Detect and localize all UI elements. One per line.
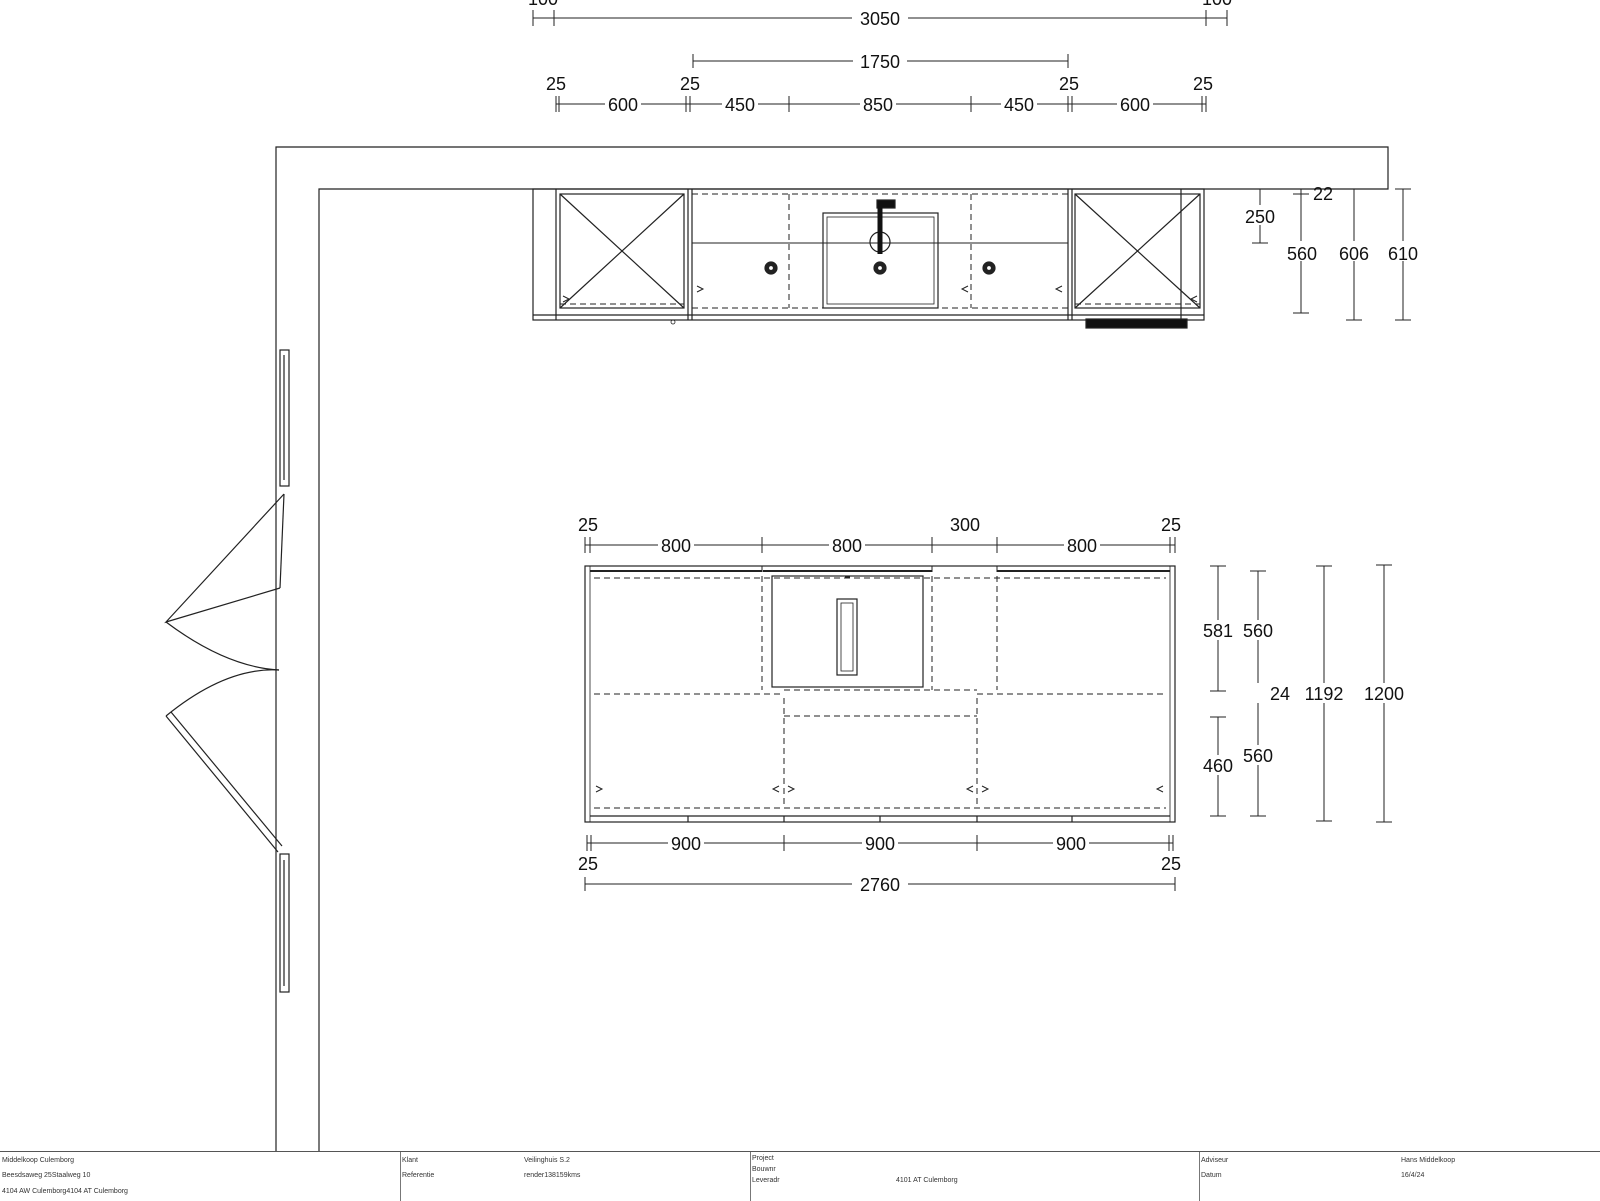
dim-560-island-lower: 560	[1243, 746, 1273, 766]
project-label: Project	[752, 1155, 774, 1162]
dim-island-top-seg-3: 300	[950, 515, 980, 535]
dim-top-seg-3: 850	[863, 95, 893, 115]
double-door-swing	[164, 493, 285, 853]
dim-22: 22	[1313, 184, 1333, 204]
adviseur-label: Adviseur	[1201, 1157, 1229, 1164]
dim-250: 250	[1245, 207, 1275, 227]
adviseur-value: Hans Middelkoop	[1401, 1157, 1456, 1164]
dim-island-bottom-seg-2: 900	[865, 834, 895, 854]
top-run-hidden-lines	[560, 193, 1200, 309]
referentie-label: Referentie	[402, 1172, 435, 1179]
dim-610: 610	[1388, 244, 1418, 264]
company-address-1: Beesdsaweg 25Staalweg 10	[2, 1172, 91, 1179]
dimension-lines	[532, 10, 1411, 891]
company-name: Middelkoop Culemborg	[2, 1157, 74, 1164]
dim-top-seg-2: 450	[725, 95, 755, 115]
hinge-markers	[562, 285, 1198, 303]
kitchen-island	[584, 565, 1176, 823]
dim-top-seg-4: 450	[1004, 95, 1034, 115]
island-hinge-markers	[595, 785, 1164, 793]
datum-label: Datum	[1201, 1172, 1222, 1179]
island-hidden-lines	[594, 566, 1166, 809]
dim-581: 581	[1203, 621, 1233, 641]
title-block: Middelkoop Culemborg Beesdsaweg 25Staalw…	[0, 1151, 1600, 1201]
leveradr-value: 4101 AT Culemborg	[896, 1177, 958, 1184]
leveradr-label: Leveradr	[752, 1177, 780, 1184]
bouwnr-label: Bouwnr	[752, 1166, 776, 1173]
dim-top-small-3: 25	[1059, 74, 1079, 94]
dim-560-island-upper: 560	[1243, 621, 1273, 641]
dim-island-bottom-seg-3: 900	[1056, 834, 1086, 854]
klant-label: Klant	[402, 1157, 418, 1164]
dim-24: 24	[1270, 684, 1290, 704]
knob-icons	[764, 261, 996, 275]
dim-1200: 1200	[1364, 684, 1404, 704]
company-address-2: 4104 AW Culemborg4104 AT Culemborg	[2, 1188, 128, 1195]
dim-460: 460	[1203, 756, 1233, 776]
dim-island-top-right-end: 25	[1161, 515, 1181, 535]
appliance-strip	[1085, 318, 1188, 329]
dim-top-small-2: 25	[680, 74, 700, 94]
dim-top-left-end: 100	[528, 0, 558, 9]
window-upper	[279, 349, 290, 487]
dim-top-small-1: 25	[546, 74, 566, 94]
left-corner-cabinet	[559, 193, 685, 309]
dim-island-bottom-left-end: 25	[578, 854, 598, 874]
dim-island-total: 2760	[860, 875, 900, 895]
dim-top-total: 3050	[860, 9, 900, 29]
right-corner-cabinet	[1074, 193, 1201, 309]
dim-island-bottom-seg-1: 900	[671, 834, 701, 854]
dim-top-right-end: 100	[1202, 0, 1232, 9]
referentie-value: render138159kms	[524, 1172, 581, 1179]
dim-top-seg-5: 600	[1120, 95, 1150, 115]
window-lower	[279, 853, 290, 993]
dim-island-top-seg-2: 800	[832, 536, 862, 556]
top-cabinet-run	[532, 188, 1205, 329]
walls	[275, 146, 1389, 1152]
dim-island-top-seg-1: 800	[661, 536, 691, 556]
dim-island-bottom-right-end: 25	[1161, 854, 1181, 874]
dim-560-top: 560	[1287, 244, 1317, 264]
dim-606: 606	[1339, 244, 1369, 264]
dim-1192: 1192	[1305, 684, 1344, 704]
datum-value: 16/4/24	[1401, 1172, 1425, 1179]
dim-island-top-left-end: 25	[578, 515, 598, 535]
dim-sink-zone: 1750	[860, 52, 900, 72]
dim-top-seg-1: 600	[608, 95, 638, 115]
kitchen-floor-plan: 100 3050 100 1750 25 25 25 25 600 450 85…	[164, 0, 1420, 1152]
klant-value: Veilinghuis S.2	[524, 1157, 570, 1164]
dim-top-small-4: 25	[1193, 74, 1213, 94]
faucet-icon	[876, 199, 896, 254]
dim-island-top-seg-4: 800	[1067, 536, 1097, 556]
cooktop	[771, 575, 924, 688]
